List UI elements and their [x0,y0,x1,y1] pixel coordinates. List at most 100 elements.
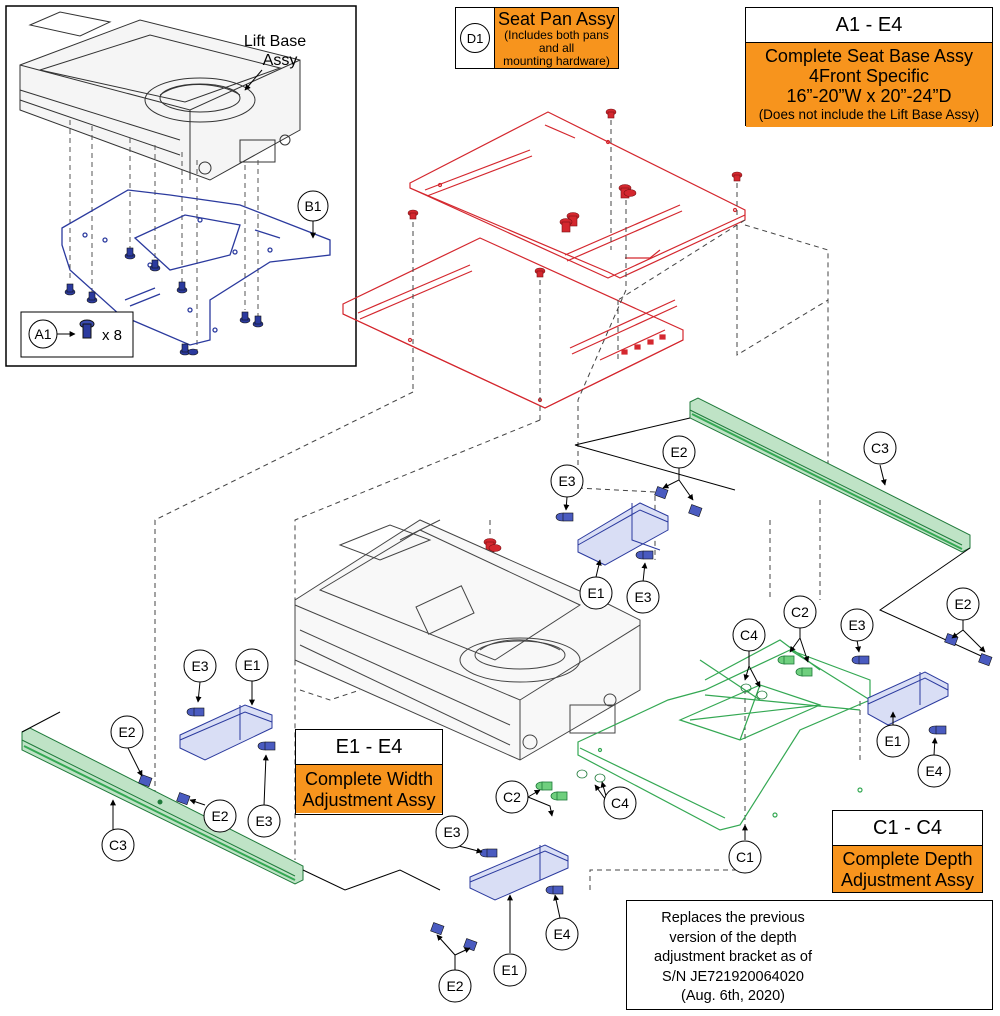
callout-e3-left2: E3 [247,804,281,838]
seat-pan-assy-box: D1 Seat Pan Assy (Includes both pans and… [455,7,619,69]
replacement-note-line5: (Aug. 6th, 2020) [681,988,785,1004]
callout-c2-bottom-label: C2 [503,789,521,805]
lift-base-leader [244,69,263,91]
replacement-note-text: Replaces the previous version of the dep… [633,909,833,1007]
seat-base-assy-line3: 16”-20”W x 20”-24”D [786,86,952,106]
inset-dash-lines [69,120,259,350]
callout-d1: D1 [466,30,484,46]
kit-a1-qty: x 8 [102,327,122,344]
callout-c4-bottom-label: C4 [611,795,629,811]
callout-b1: B1 [304,198,321,214]
callout-e2-left-label: E2 [118,724,135,740]
replacement-note-line2: version of the depth [669,929,797,946]
callout-c3-left: C3 [101,828,135,862]
callout-e2-bottom: E2 [438,969,472,1003]
lift-base-center [294,519,641,761]
callout-e4-bottom: E4 [545,917,579,951]
callout-leaders [110,464,986,970]
depth-assy-header: C1 - C4 [833,811,982,846]
callout-e1-left: E1 [235,648,269,682]
callout-e3-bottom-label: E3 [443,824,460,840]
lift-base-drawing [19,11,301,181]
width-assy-header: E1 - E4 [296,730,442,765]
lift-base-label-line1: Lift Base [244,33,306,50]
depth-assy-box: C1 - C4 Complete Depth Adjustment Assy [832,810,983,893]
callout-e3-top: E3 [550,464,584,498]
seat-base-assy-line2: 4Front Specific [808,66,930,86]
callout-e3-top-label: E3 [558,473,575,489]
callout-e1-top: E1 [579,576,613,610]
seat-pan-upper [409,111,746,279]
callout-e3-left2-label: E3 [255,813,272,829]
seat-base-assy-line4: (Does not include the Lift Base Assy) [758,107,980,122]
width-assy-box: E1 - E4 Complete Width Adjustment Assy [295,729,443,815]
callout-c2-top: C2 [783,595,817,629]
callout-c3-right-label: C3 [871,440,889,456]
lift-base-inset: Lift Base Assy B1 A1 x 8 [5,5,357,367]
callout-c4-top: C4 [732,618,766,652]
replacement-note-line1: Replaces the previous [661,910,805,926]
seat-pan-assy-callout-cell: D1 [456,8,495,68]
callout-e2-bottom-label: E2 [446,978,463,994]
width-bracket-e1-right [867,671,949,726]
callout-c1: C1 [728,840,762,874]
callout-e2-left2-label: E2 [211,808,228,824]
callout-e2-top: E2 [662,435,696,469]
width-bracket-e1-left [179,704,273,761]
callout-e4-right: E4 [917,754,951,788]
callout-e3-bottom: E3 [435,815,469,849]
callout-e2-right-label: E2 [954,596,971,612]
width-assy-line1: Complete Width [304,769,434,789]
callout-e2-left: E2 [110,715,144,749]
callout-c4-bottom: C4 [603,786,637,820]
seat-pan-assy-title: Seat Pan Assy [497,9,616,29]
callout-e1-bottom-label: E1 [501,962,518,978]
seat-pan-assy-sub3: mounting hardware) [503,54,610,68]
assembly-dash-lines [154,120,861,890]
callout-c4-top-label: C4 [740,627,758,643]
callout-e1-right: E1 [876,724,910,758]
callout-c1-label: C1 [736,849,754,865]
seat-base-assy-header: A1 - E4 [746,8,992,43]
seat-pan-assy-sub1: (Includes both pans [504,28,609,42]
depth-bracket-c1 [577,639,871,831]
seat-pan-lower [342,237,684,409]
depth-assy-line2: Adjustment Assy [840,870,975,890]
c2-c4-hardware [535,655,813,801]
width-assy-line2: Adjustment Assy [302,790,436,810]
replacement-note-line4: S/N JE721920064020 [662,968,804,985]
callout-c2-bottom: C2 [495,780,529,814]
callout-e2-right: E2 [946,587,980,621]
callout-e3-left-label: E3 [191,658,208,674]
callout-d1-circle: D1 [460,23,490,53]
seat-pan-assy-label: Seat Pan Assy (Includes both pans and al… [495,8,618,68]
screw-a1-icon [79,319,95,339]
rail-c3-right [689,397,971,553]
seat-pan-assy-sub2: and all [538,41,575,55]
seat-base-assy-body: Complete Seat Base Assy 4Front Specific … [746,43,992,127]
callout-e1-left-label: E1 [243,657,260,673]
inset-screws [64,247,264,356]
mounting-plate-b1 [61,189,331,346]
callout-a1: A1 [34,326,51,342]
replacement-note-line3: adjustment bracket as of [654,949,812,965]
callout-c3-right: C3 [863,431,897,465]
callout-e4-bottom-label: E4 [553,926,570,942]
callout-e2-left2: E2 [203,799,237,833]
width-bracket-e1-bottom [469,844,569,901]
callout-e1-right-label: E1 [884,733,901,749]
callout-c2-top-label: C2 [791,604,809,620]
seat-base-assy-box: A1 - E4 Complete Seat Base Assy 4Front S… [745,7,993,127]
replacement-note-box: Replaces the previous version of the dep… [626,900,993,1010]
callout-c3-left-label: C3 [109,837,127,853]
callout-e3-top2-label: E3 [634,589,651,605]
callout-e4-right-label: E4 [925,763,942,779]
lift-base-label-line2: Assy [263,52,298,69]
callout-e3-right: E3 [840,608,874,642]
callout-e1-bottom: E1 [493,953,527,987]
width-bracket-e1-top [577,502,669,566]
width-assy-body: Complete Width Adjustment Assy [296,765,442,813]
callout-e3-left: E3 [183,649,217,683]
depth-assy-line1: Complete Depth [842,849,973,869]
depth-assy-body: Complete Depth Adjustment Assy [833,846,982,892]
